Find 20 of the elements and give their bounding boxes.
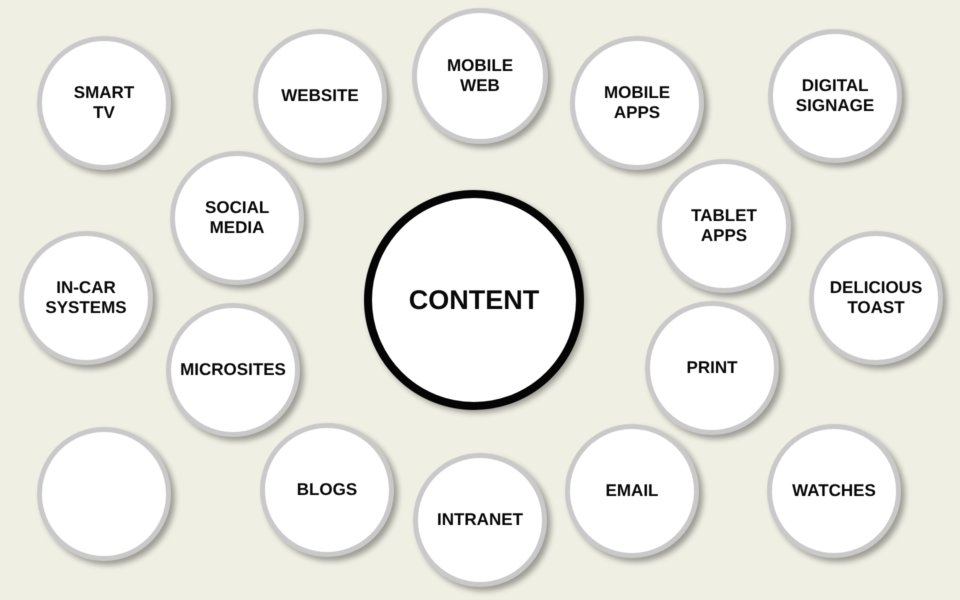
node-label: DELICIOUS TOAST <box>830 278 922 318</box>
node-label: SOCIAL MEDIA <box>205 198 269 238</box>
node-label: IN-CAR SYSTEMS <box>45 278 127 318</box>
circle-node <box>260 423 394 557</box>
node-label: DIGITAL SIGNAGE <box>796 76 874 116</box>
node-label: SMART TV <box>74 83 134 123</box>
node-label: WEBSITE <box>281 86 359 106</box>
node-label: INTRANET <box>437 510 523 530</box>
node-label: MOBILE WEB <box>446 56 514 96</box>
circle-node <box>170 151 304 285</box>
node-label: BLOGS <box>296 480 358 500</box>
node-label: TABLET APPS <box>691 206 757 246</box>
node-label: MICROSITES <box>180 360 286 380</box>
node-label: MOBILE APPS <box>604 83 670 123</box>
circle-node <box>565 424 699 558</box>
node-label: CONTENT <box>408 285 540 315</box>
node-label: EMAIL <box>606 481 658 501</box>
node-label: PRINT <box>686 358 738 378</box>
circle-node <box>657 159 791 293</box>
node-label: WATCHES <box>792 481 876 501</box>
